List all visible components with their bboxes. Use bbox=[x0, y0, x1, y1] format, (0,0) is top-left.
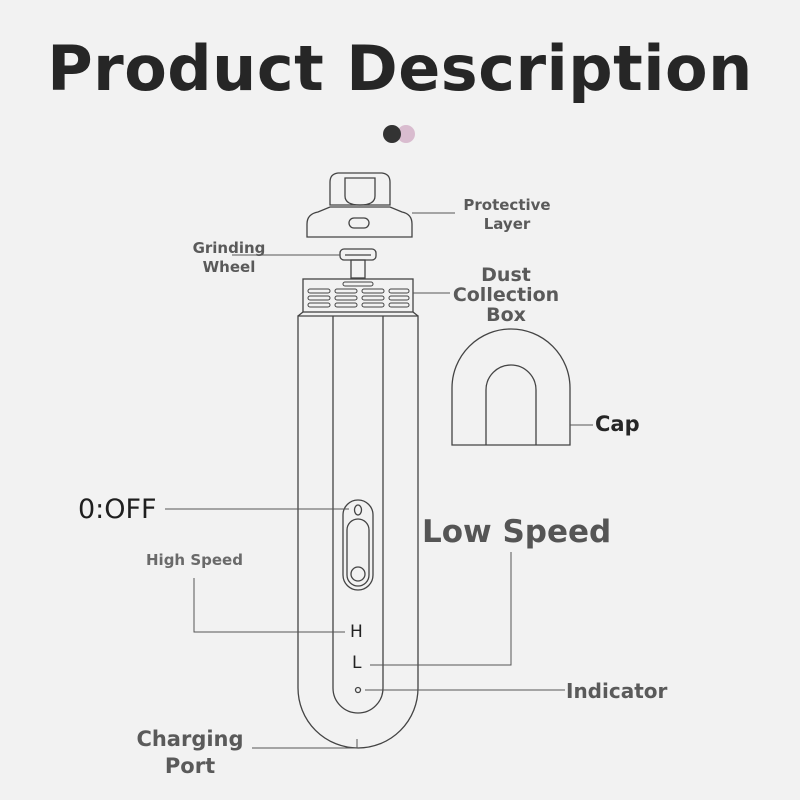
switch-mark-low: L bbox=[352, 653, 362, 673]
label-grinding-wheel: Grinding Wheel bbox=[192, 239, 266, 276]
protective-layer-shape bbox=[306, 172, 413, 238]
label-high-speed: High Speed bbox=[146, 551, 243, 569]
power-switch bbox=[342, 499, 374, 591]
label-protective-layer: Protective Layer bbox=[463, 196, 551, 233]
label-off: 0:OFF bbox=[78, 494, 157, 525]
cap-shape bbox=[451, 328, 571, 446]
label-low-speed: Low Speed bbox=[422, 514, 612, 550]
leader-charging bbox=[252, 739, 358, 749]
indicator-light bbox=[354, 686, 362, 694]
label-charging-port: Charging Port bbox=[136, 727, 244, 778]
leader-low-speed bbox=[370, 552, 512, 666]
device-body bbox=[297, 315, 419, 749]
dust-collection-box-shape bbox=[297, 278, 419, 317]
switch-mark-high: H bbox=[350, 622, 363, 642]
grinding-wheel-shape bbox=[339, 248, 377, 279]
color-dot-dark bbox=[397, 125, 415, 143]
leader-high-speed bbox=[193, 578, 345, 633]
label-indicator: Indicator bbox=[566, 679, 668, 703]
page-title: Product Description bbox=[47, 32, 753, 105]
color-dot-pink bbox=[383, 125, 401, 143]
label-cap: Cap bbox=[595, 412, 640, 436]
label-dust-collection-box: Dust Collection Box bbox=[452, 264, 560, 326]
